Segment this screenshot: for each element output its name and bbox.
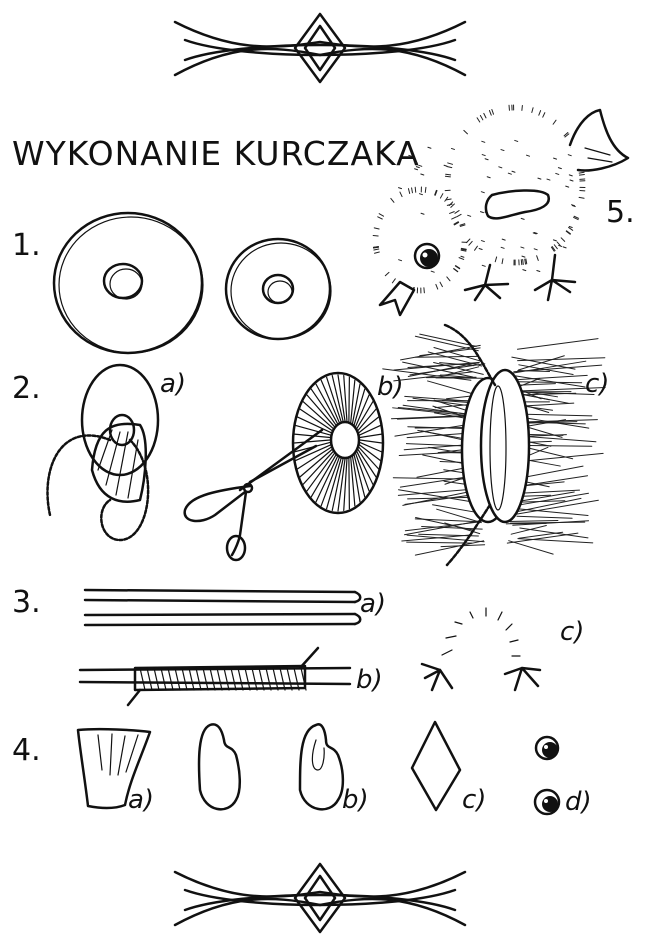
step-4d-eyes: d) (535, 737, 592, 817)
step-4-number: 4. (12, 733, 41, 768)
step-4b-wings: b) (199, 724, 369, 815)
step-3a-wires: a) (85, 589, 386, 625)
step-2a-winding: a) (48, 365, 187, 540)
step-2b-cutting: b) (185, 372, 404, 560)
step-1-rings (54, 213, 331, 353)
step-2b-label: b) (377, 372, 404, 402)
step-4d-label: d) (565, 787, 592, 817)
step-2-number: 2. (12, 371, 41, 406)
step-3b-label: b) (356, 665, 383, 695)
step-1-number: 1. (12, 228, 41, 263)
bottom-ornament (175, 864, 465, 932)
step-4c-beak: c) (412, 722, 486, 815)
step-3c-legs: c) (422, 608, 584, 690)
step-4a-label: a) (128, 785, 154, 815)
step-2a-label: a) (160, 369, 186, 399)
page-title: WYKONANIE KURCZAKA (12, 134, 420, 173)
step-4b-label: b) (342, 785, 369, 815)
step-3c-label: c) (560, 617, 584, 647)
step-4c-label: c) (462, 785, 486, 815)
step-3b-wrapped: b) (80, 648, 383, 705)
step-4a-tail: a) (78, 729, 154, 815)
step-3a-label: a) (360, 589, 386, 619)
top-ornament (175, 14, 465, 82)
step-2c-pompom: c) (383, 325, 610, 565)
step-3-number: 3. (12, 585, 41, 620)
step-2c-label: c) (585, 369, 609, 399)
step-5-number: 5. (606, 195, 635, 230)
